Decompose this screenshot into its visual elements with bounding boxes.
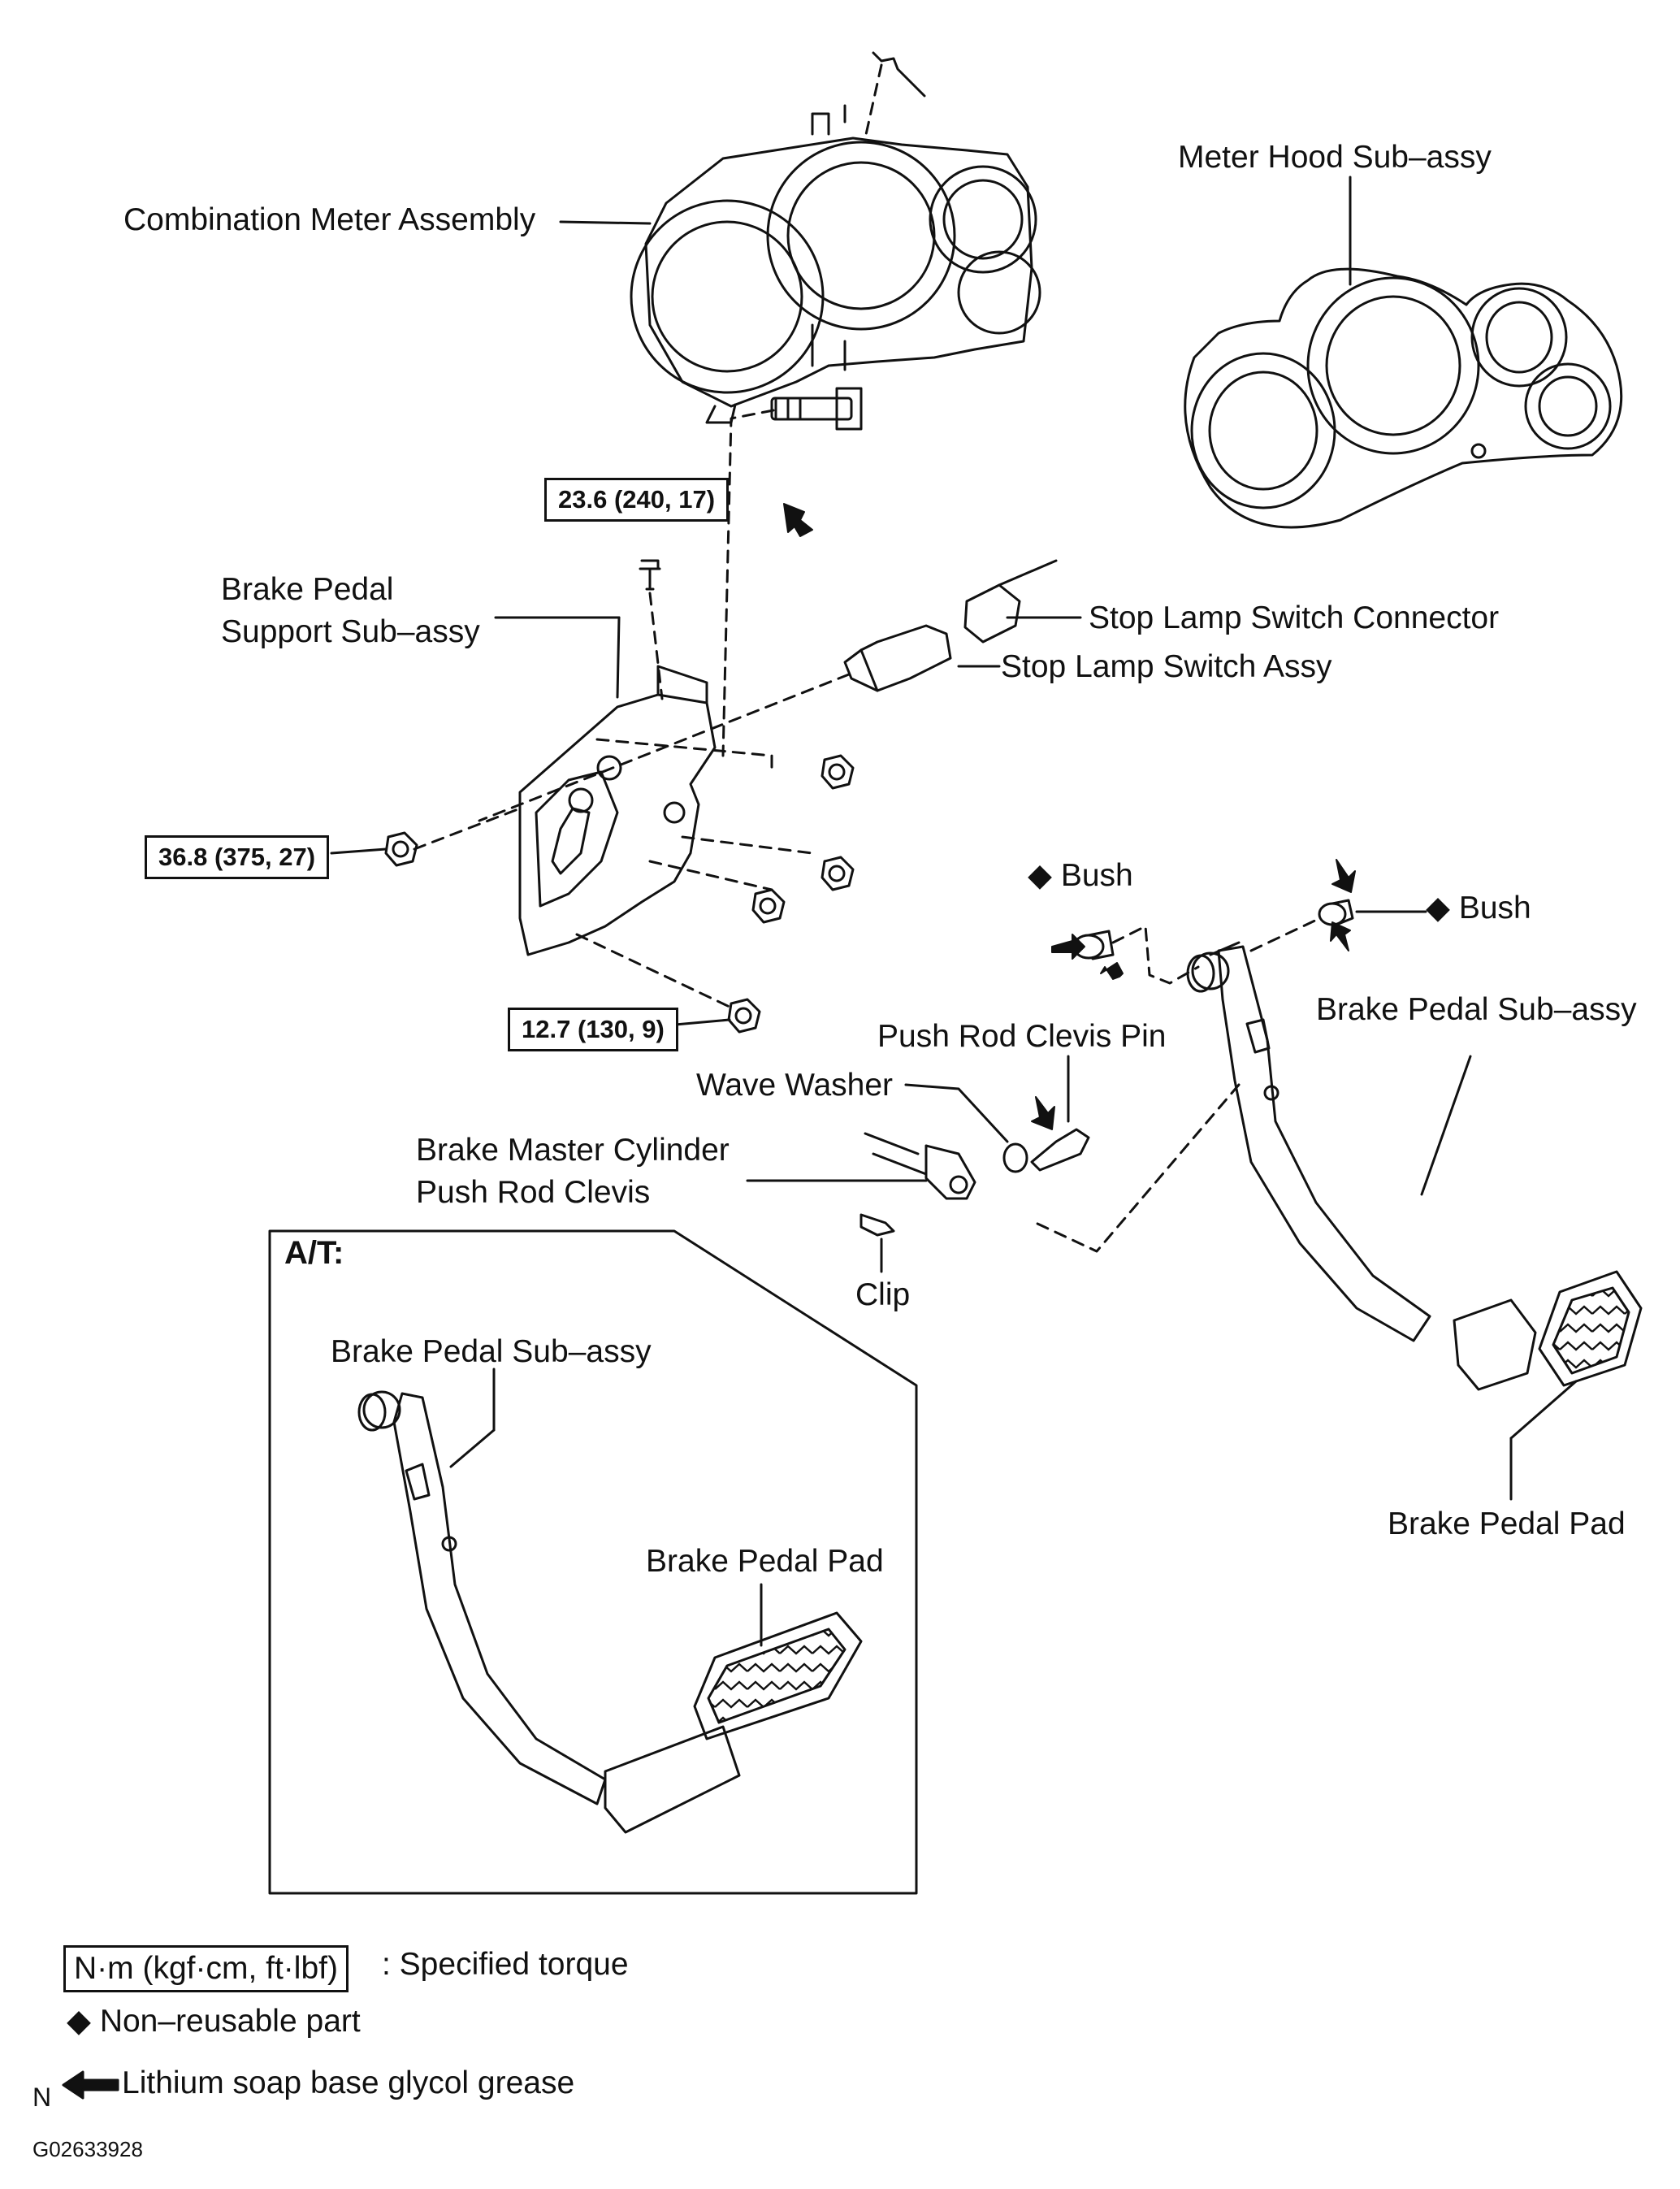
grease-legend-arrow: [62, 2070, 119, 2100]
label-brake-pedal-pad: Brake Pedal Pad: [1388, 1506, 1626, 1541]
label-wave-washer: Wave Washer: [696, 1068, 893, 1103]
at-inset-title: A/T:: [284, 1235, 344, 1271]
label-master-cylinder-line1: Brake Master Cylinder: [416, 1133, 730, 1168]
nut: [821, 856, 855, 891]
grease-arrow: [1330, 921, 1351, 951]
nut: [384, 831, 418, 867]
label-push-rod-clevis-pin: Push Rod Clevis Pin: [877, 1019, 1167, 1054]
torque-spec-support-nut: 36.8 (375, 27): [145, 835, 330, 879]
legend-grease: Lithium soap base glycol grease: [122, 2065, 575, 2100]
master-cylinder-push-rod-clevis: [864, 1132, 976, 1200]
label-stop-lamp-switch: Stop Lamp Switch Assy: [1001, 649, 1332, 684]
label-bush-right: ◆ Bush: [1426, 891, 1531, 925]
stop-lamp-switch: [843, 624, 952, 692]
support-bolt: [639, 559, 664, 700]
torque-spec-lower-nut: 12.7 (130, 9): [508, 1008, 678, 1051]
nut: [751, 888, 786, 924]
nut: [821, 754, 855, 790]
label-clip: Clip: [855, 1277, 911, 1312]
stop-lamp-switch-connector: [963, 559, 1058, 644]
label-at-brake-pedal-pad: Brake Pedal Pad: [646, 1544, 884, 1579]
label-combination-meter: Combination Meter Assembly: [123, 202, 536, 237]
brake-pedal-sub-assy: [1186, 941, 1537, 1391]
label-brake-pedal-support-line1: Brake Pedal: [221, 572, 394, 607]
grease-arrow: [1051, 934, 1085, 960]
legend-non-reusable: ◆ Non–reusable part: [67, 2004, 361, 2039]
brake-pedal-support-sub-assy: [518, 665, 717, 956]
wave-washer: [1002, 1142, 1028, 1173]
at-brake-pedal-pad: [693, 1611, 863, 1740]
torque-spec-support-bolt: 23.6 (240, 17): [544, 478, 730, 522]
label-brake-pedal-support-line2: Support Sub–assy: [221, 614, 480, 649]
at-inset-box: [268, 1229, 918, 1895]
pivot-bolt: [721, 387, 863, 757]
clip: [859, 1213, 895, 1237]
push-rod-clevis-pin: [1030, 1128, 1090, 1172]
label-master-cylinder-line2: Push Rod Clevis: [416, 1175, 651, 1210]
footer-figure-code: G02633928: [32, 2137, 143, 2161]
label-at-brake-pedal-sub-assy: Brake Pedal Sub–assy: [331, 1334, 652, 1369]
footer-letter: N: [32, 2083, 52, 2112]
grease-arrow: [1031, 1096, 1055, 1130]
grease-arrow: [1100, 962, 1124, 980]
grease-arrow: [783, 503, 813, 537]
grease-arrow: [1331, 859, 1356, 893]
label-meter-hood: Meter Hood Sub–assy: [1178, 140, 1492, 175]
meter-hood-sub-assy: [1184, 267, 1623, 529]
brake-pedal-pad: [1538, 1270, 1643, 1387]
label-stop-lamp-switch-connector: Stop Lamp Switch Connector: [1089, 600, 1500, 635]
legend-torque-unit-box: N·m (kgf·cm, ft·lbf): [63, 1945, 349, 1992]
combination-meter-assembly: [630, 51, 1041, 424]
bush-right: [1318, 899, 1354, 926]
label-bush-left: ◆ Bush: [1028, 858, 1133, 893]
at-brake-pedal-sub-assy: [357, 1390, 741, 1834]
label-brake-pedal-sub-assy: Brake Pedal Sub–assy: [1316, 992, 1637, 1027]
legend-torque-description: : Specified torque: [382, 1947, 629, 1982]
nut: [727, 998, 761, 1034]
